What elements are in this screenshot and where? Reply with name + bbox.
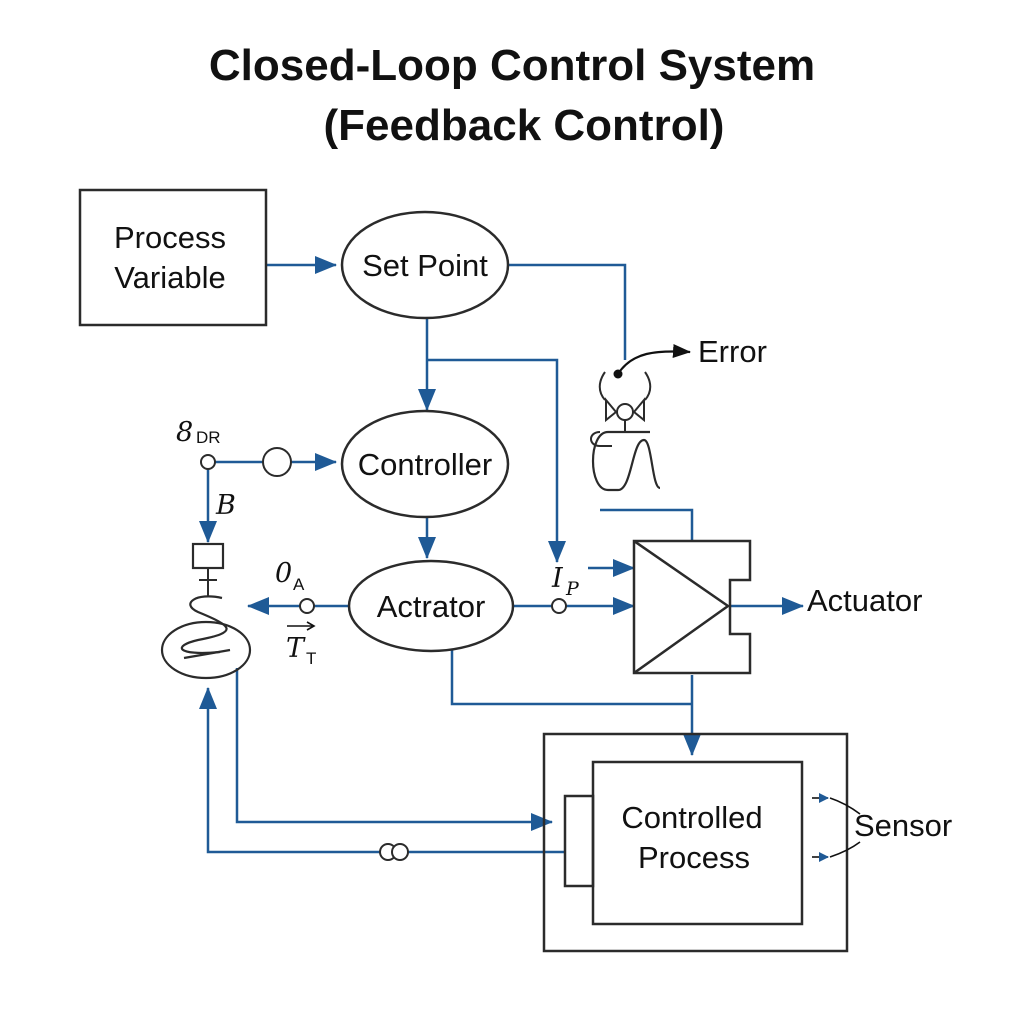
- ip-subscript: P: [565, 578, 580, 600]
- sdr-node: [200, 454, 216, 470]
- process-side-tab: [563, 794, 595, 888]
- actuator-label: Actuator: [807, 583, 922, 618]
- process-variable-label-2: Variable: [114, 260, 225, 295]
- controlled-process-label-1: Controlled: [621, 800, 762, 835]
- oa-symbol: 0: [275, 558, 292, 589]
- actrator-ellipse: [347, 559, 515, 653]
- sensor-block: [191, 542, 225, 570]
- set-point-label: Set Point: [362, 248, 488, 283]
- error-pointer-arrow: [617, 344, 691, 375]
- sdr-subscript: DR: [196, 428, 221, 447]
- ip-node: [551, 598, 567, 614]
- title-line-2: (Feedback Control): [324, 101, 725, 150]
- tt-vector-arrow: [287, 621, 316, 631]
- error-spring: [590, 430, 662, 492]
- feedback-inner-line: [235, 668, 553, 831]
- transducer-coil: [160, 595, 252, 680]
- coupling-icon: [379, 843, 409, 861]
- process-outer-frame: [542, 732, 849, 953]
- b-symbol: B: [215, 490, 236, 521]
- tt-subscript: T: [306, 649, 316, 668]
- setpoint-to-error-line: [508, 263, 627, 360]
- feedback-outer-line: [199, 687, 565, 854]
- ip-symbol: I: [551, 563, 564, 594]
- actrator-label: Actrator: [377, 589, 486, 624]
- setpoint-branch-line: [427, 358, 566, 563]
- summing-junction: [262, 447, 292, 477]
- signal-lines: [199, 256, 804, 854]
- oa-subscript: A: [293, 575, 305, 594]
- error-label: Error: [698, 334, 767, 369]
- tt-symbol: T: [286, 633, 306, 664]
- amplifier-block: [632, 539, 752, 675]
- sensor-label: Sensor: [854, 808, 952, 843]
- oa-node: [299, 598, 315, 614]
- controller-ellipse: [340, 409, 510, 519]
- actrator-to-process-line: [450, 650, 692, 706]
- error-valve-icon: [598, 369, 652, 432]
- controller-label: Controller: [358, 447, 492, 482]
- sdr-symbol: 8: [176, 417, 193, 448]
- sensor-arrows: [812, 793, 861, 862]
- title-line-1: Closed-Loop Control System: [209, 41, 815, 90]
- spring-to-amplifier-line: [600, 508, 694, 540]
- process-variable-box: [78, 188, 268, 327]
- controlled-process-label-2: Process: [638, 840, 750, 875]
- process-variable-label-1: Process: [114, 220, 226, 255]
- set-point-ellipse: [340, 210, 510, 320]
